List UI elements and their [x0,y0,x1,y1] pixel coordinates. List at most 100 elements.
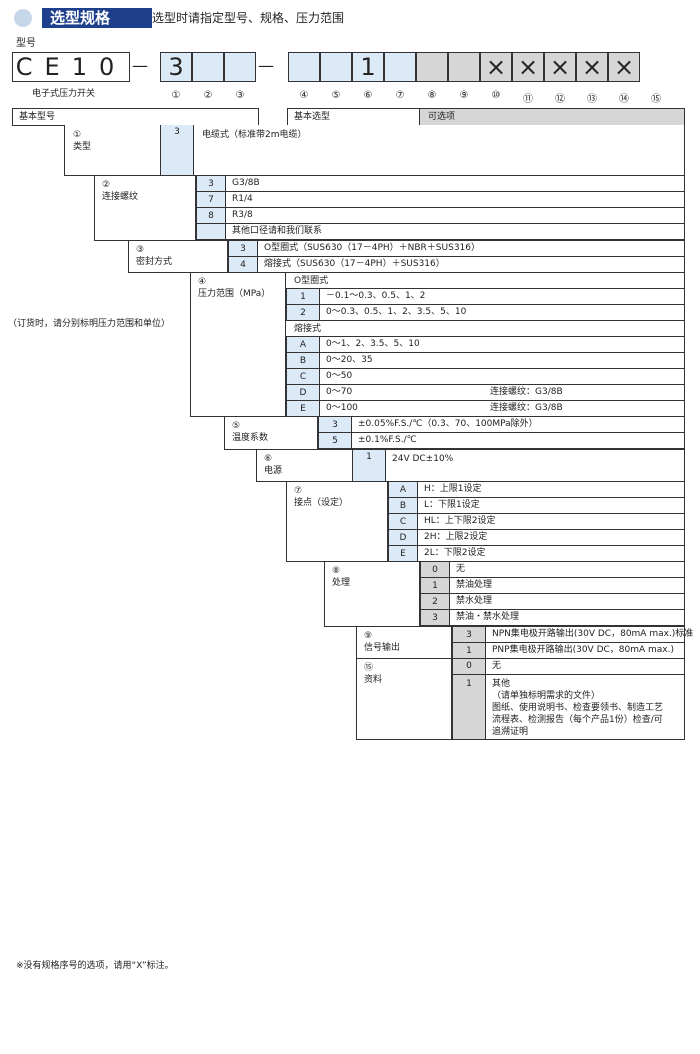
section-6-title: 电源 [264,466,283,476]
section-5 [224,416,318,450]
section-5-num: ⑤ [232,421,241,431]
section-2-num: ② [102,180,111,190]
header-badge: 选型规格 [14,8,152,28]
model-slot-index-2: ② [203,90,213,101]
section-6-num: ⑥ [264,454,273,464]
s8rows-text-0: 无 [450,561,685,578]
section-5-title: 温度系数 [232,433,269,443]
model-code-box: CE10 [12,52,130,82]
s4rows2-code-1[interactable]: B [286,352,320,369]
s8rows-text-2: 禁水处理 [450,593,685,610]
s4rows2-text-1: 0～20、35 [320,352,685,369]
s7rows-code-3[interactable]: D [388,529,418,546]
model-slot-11[interactable]: × [512,52,544,82]
s4-group2-label: 熔接式 [294,324,322,334]
section-1-code: 3 [160,125,194,176]
s8rows-code-0[interactable]: 0 [420,561,450,578]
model-slot-4[interactable] [288,52,320,82]
s2rows-text-0: G3/8B [226,175,685,192]
s4rows-code-1[interactable]: 2 [286,304,320,321]
s4rows2-code-3[interactable]: D [286,384,320,401]
band-optional: 可选项 [419,108,685,126]
model-slot-index-13: ⑬ [587,94,597,105]
s4rows2-code-0[interactable]: A [286,336,320,353]
s2rows-code-1[interactable]: 7 [196,191,226,208]
model-slot-3[interactable] [224,52,256,82]
section-9-title: 信号输出 [364,643,401,653]
model-slot-5[interactable] [320,52,352,82]
s7rows-code-0[interactable]: A [388,481,418,498]
s5rows-text-1: ±0.1%F.S./℃ [352,432,685,449]
section-8 [324,561,420,627]
section-1 [64,125,685,176]
section-1-num: ① [73,130,82,140]
model-slot-10[interactable]: × [480,52,512,82]
model-slot-6[interactable]: 1 [352,52,384,82]
s4rows2-code-2[interactable]: C [286,368,320,385]
section-7 [286,481,388,562]
model-slot-index-6: ⑥ [363,90,373,101]
s9rows-code-1[interactable]: 1 [452,642,486,659]
s5rows-text-0: ±0.05%F.S./℃（0.3、70、100MPa除外） [352,416,685,433]
band-basic-select-label: 基本选型 [294,112,331,122]
model-slot-index-5: ⑤ [331,90,341,101]
header-subtitle: 选型时请指定型号、规格、压力范围 [152,11,345,25]
footnote: ※没有规格序号的选项，请用“X”标注。 [16,961,174,971]
model-slot-index-1: ① [171,90,181,101]
s8rows-code-3[interactable]: 3 [420,609,450,626]
section-7-title: 接点（设定） [294,498,349,508]
s4-group1-header: O型圈式 [286,272,685,289]
model-slot-14[interactable]: × [608,52,640,82]
s15-line-2: 图纸、使用说明书、检查要领书、制造工艺 [492,703,664,713]
s4rows2-code-4[interactable]: E [286,400,320,417]
s2rows-code-2[interactable]: 8 [196,207,226,224]
s7rows-code-1[interactable]: B [388,497,418,514]
s9rows-code-0[interactable]: 3 [452,626,486,643]
s7rows-code-2[interactable]: C [388,513,418,530]
s2rows-code-0[interactable]: 3 [196,175,226,192]
s5rows-code-1[interactable]: 5 [318,432,352,449]
band-optional-label: 可选项 [428,112,456,122]
model-desc: 电子式压力开关 [32,89,96,99]
s4-group1-label: O型圈式 [294,276,329,286]
s4rows-code-0[interactable]: 1 [286,288,320,305]
s15-line-0: 其他 [492,679,511,689]
model-slot-15[interactable] [640,52,672,82]
section-9-num: ⑨ [364,631,373,641]
s4rows-text-1: 0～0.3、0.5、1、2、3.5、5、10 [320,304,685,321]
model-slot-1[interactable]: 3 [160,52,192,82]
model-slot-index-15: ⑮ [651,94,661,105]
s15-text-1: 其他 （请单独标明需求的文件） 图纸、使用说明书、检查要领书、制造工艺 流程表、… [486,674,685,740]
model-slot-8[interactable] [416,52,448,82]
section-6-code: 1 [352,449,386,482]
band-basic-select: 基本选型 [287,108,420,126]
model-slot-9[interactable] [448,52,480,82]
model-slot-2[interactable] [192,52,224,82]
model-slot-7[interactable] [384,52,416,82]
s9rows-text-0: NPN集电极开路输出(30V DC，80mA max.)标准 [486,626,693,643]
order-note: （订货时，请分别标明压力范围和单位） [8,319,171,329]
s7rows-code-4[interactable]: E [388,545,418,562]
model-slot-index-14: ⑭ [619,94,629,105]
s4-group2-header: 熔接式 [286,320,685,337]
model-slot-12[interactable]: × [544,52,576,82]
s3rows-code-0[interactable]: 3 [228,240,258,257]
s2rows-code-3[interactable] [196,223,226,240]
band-basic-model: 基本型号 [12,108,259,126]
model-slot-index-9: ⑨ [459,90,469,101]
model-slot-13[interactable]: × [576,52,608,82]
s8rows-code-2[interactable]: 2 [420,593,450,610]
s4rows2-note-3: 连接螺纹：G3/8B [490,387,563,397]
s3rows-code-1[interactable]: 4 [228,256,258,273]
s8rows-text-3: 禁油・禁水处理 [450,609,685,626]
s7rows-text-1: L：下限1设定 [418,497,685,514]
model-slot-index-3: ③ [235,90,245,101]
section-15-num: ⑮ [364,663,374,673]
band-basic-model-label: 基本型号 [19,112,56,122]
section-2 [94,175,196,241]
s3rows-text-1: 熔接式（SUS630（17－4PH）＋SUS316） [258,256,685,273]
s5rows-code-0[interactable]: 3 [318,416,352,433]
section-8-title: 处理 [332,578,351,588]
s8rows-code-1[interactable]: 1 [420,577,450,594]
s7rows-text-3: 2H：上限2设定 [418,529,685,546]
